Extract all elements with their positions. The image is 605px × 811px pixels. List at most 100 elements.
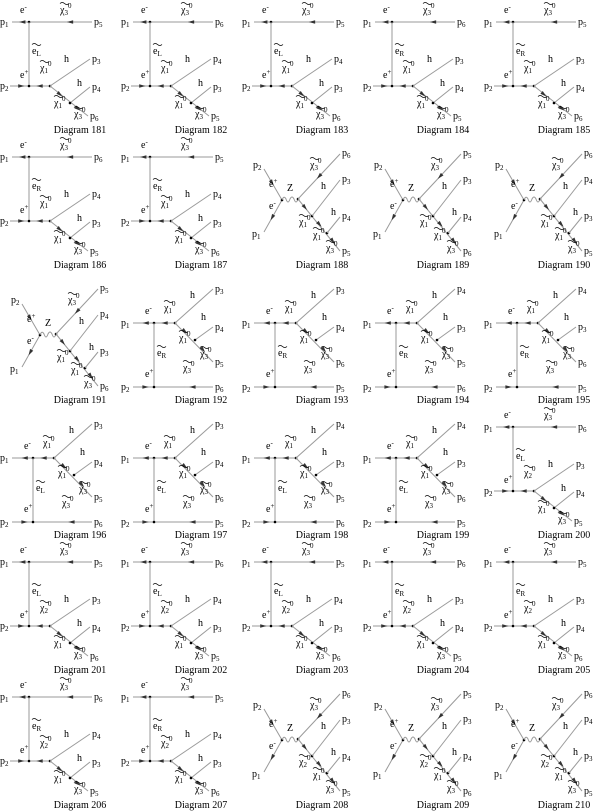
neutralino-label-sub: 1 xyxy=(410,442,414,450)
neutralino-label-sup: 0 xyxy=(310,2,314,10)
neutralino-label-main: χ xyxy=(194,649,200,660)
neutralino-label: χ10 xyxy=(433,767,446,782)
momentum-label: p3 xyxy=(576,54,585,66)
fermion-arrow-icon xyxy=(199,346,206,353)
neutralino-label: χ20 xyxy=(39,600,52,615)
momentum-label-sub: 6 xyxy=(220,561,224,569)
z-boson-line xyxy=(402,736,420,743)
higgs-label: h xyxy=(77,618,82,629)
positron-label-sup: + xyxy=(31,312,35,320)
momentum-label-sub: 4 xyxy=(581,626,585,634)
neutralino-label-sub: 1 xyxy=(300,102,304,110)
neutralino-label-main: χ xyxy=(174,773,180,784)
positron-label-main: e xyxy=(262,70,267,81)
fermion-arrow-icon xyxy=(301,203,308,210)
momentum-label: p5 xyxy=(90,246,99,258)
momentum-label-main: p xyxy=(100,309,105,320)
tilde-mark-icon xyxy=(273,583,284,586)
momentum-label-sub: 6 xyxy=(220,21,224,29)
momentum-label: p2 xyxy=(242,621,251,633)
higgs-label-main: h xyxy=(443,312,448,323)
momentum-label-sub: 4 xyxy=(583,288,587,296)
neutralino-label-sub: 3 xyxy=(199,248,203,256)
positron-label: e+ xyxy=(145,502,153,515)
momentum-label: p1 xyxy=(484,422,493,434)
momentum-label-sub: 4 xyxy=(581,86,585,94)
neutralino-label: χ10 xyxy=(42,435,55,450)
neutralino-label-main: χ xyxy=(73,784,79,795)
higgs-line xyxy=(170,58,212,87)
momentum-label-main: p xyxy=(584,688,589,699)
momentum-label: p6 xyxy=(94,517,103,529)
neutralino-label-sup: 0 xyxy=(576,240,580,248)
neutralino-label-sup: 0 xyxy=(87,481,91,489)
neutralino-label-sub: 2 xyxy=(286,607,290,615)
neutralino-label: χ30 xyxy=(315,106,328,121)
higgs-label: h xyxy=(331,747,336,758)
tilde-mark-icon xyxy=(156,480,167,483)
neutralino-label: χ20 xyxy=(281,600,294,615)
fermion-arrow-icon xyxy=(59,338,66,345)
neutralino-label: χ30 xyxy=(567,240,580,255)
neutralino-label-main: χ xyxy=(543,545,549,556)
tilde-mark-icon xyxy=(194,781,205,784)
momentum-label-main: p xyxy=(121,517,126,528)
higgs-label: h xyxy=(548,594,553,605)
fermion-arrow-icon xyxy=(403,456,410,460)
neutralino-label-sup: 0 xyxy=(82,646,86,654)
selectron-label-sub: L xyxy=(36,590,40,598)
momentum-label-main: p xyxy=(463,714,468,725)
neutralino-label-sub: 2 xyxy=(545,761,549,769)
positron-label-sup: + xyxy=(28,502,32,510)
neutralino-label-sub: 1 xyxy=(58,237,62,245)
positron-label: e+ xyxy=(141,743,149,756)
tilde-mark-icon xyxy=(299,465,310,468)
fermion-arrow-icon xyxy=(142,385,149,389)
positron-label-sup: + xyxy=(273,717,277,725)
neutralino-label-main: χ xyxy=(320,349,326,360)
selectron-label-sub: L xyxy=(282,487,286,495)
diagram-caption: Diagram 197 xyxy=(175,530,228,541)
momentum-label: p6 xyxy=(574,111,583,123)
positron-label-main: e xyxy=(269,719,274,730)
momentum-label-main: p xyxy=(121,621,126,632)
momentum-label-sub: 6 xyxy=(462,386,466,394)
momentum-label-main: p xyxy=(342,786,347,797)
selectron-label-main: e xyxy=(278,483,283,494)
momentum-label-main: p xyxy=(363,17,368,28)
higgs-line xyxy=(190,221,212,239)
tilde-mark-icon xyxy=(515,43,526,46)
momentum-label-main: p xyxy=(92,217,97,228)
tilde-mark-icon xyxy=(419,754,430,757)
momentum-label-main: p xyxy=(336,284,341,295)
neutralino-chain-line xyxy=(416,322,456,363)
momentum-label-main: p xyxy=(457,419,462,430)
momentum-label-main: p xyxy=(342,246,347,257)
neutralino-label-main: χ xyxy=(163,438,169,449)
momentum-label: p4 xyxy=(455,82,464,94)
tilde-mark-icon xyxy=(163,435,174,438)
neutralino-label: χ30 xyxy=(73,106,86,121)
higgs-label-main: h xyxy=(185,729,190,740)
positron-label: e+ xyxy=(141,68,149,81)
momentum-label-main: p xyxy=(242,382,247,393)
momentum-label: p3 xyxy=(334,82,343,94)
momentum-label-main: p xyxy=(213,622,218,633)
fermion-arrow-icon xyxy=(512,213,518,221)
momentum-label-sub: 4 xyxy=(97,733,101,741)
higgs-label-main: h xyxy=(185,54,190,65)
neutralino-label-sub: 3 xyxy=(435,164,439,172)
momentum-label: p5 xyxy=(100,283,109,295)
momentum-label-sub: 4 xyxy=(97,626,101,634)
tilde-mark-icon xyxy=(309,157,320,160)
tilde-mark-icon xyxy=(446,780,457,783)
selectron-label-sub: R xyxy=(520,590,525,598)
tilde-mark-icon xyxy=(174,230,185,233)
momentum-label-sub: 1 xyxy=(489,21,493,29)
positron-label-sup: + xyxy=(145,743,149,751)
higgs-label-main: h xyxy=(440,618,445,629)
momentum-label-main: p xyxy=(463,688,468,699)
electron-label-main: e xyxy=(387,306,392,317)
momentum-label-main: p xyxy=(457,382,462,393)
